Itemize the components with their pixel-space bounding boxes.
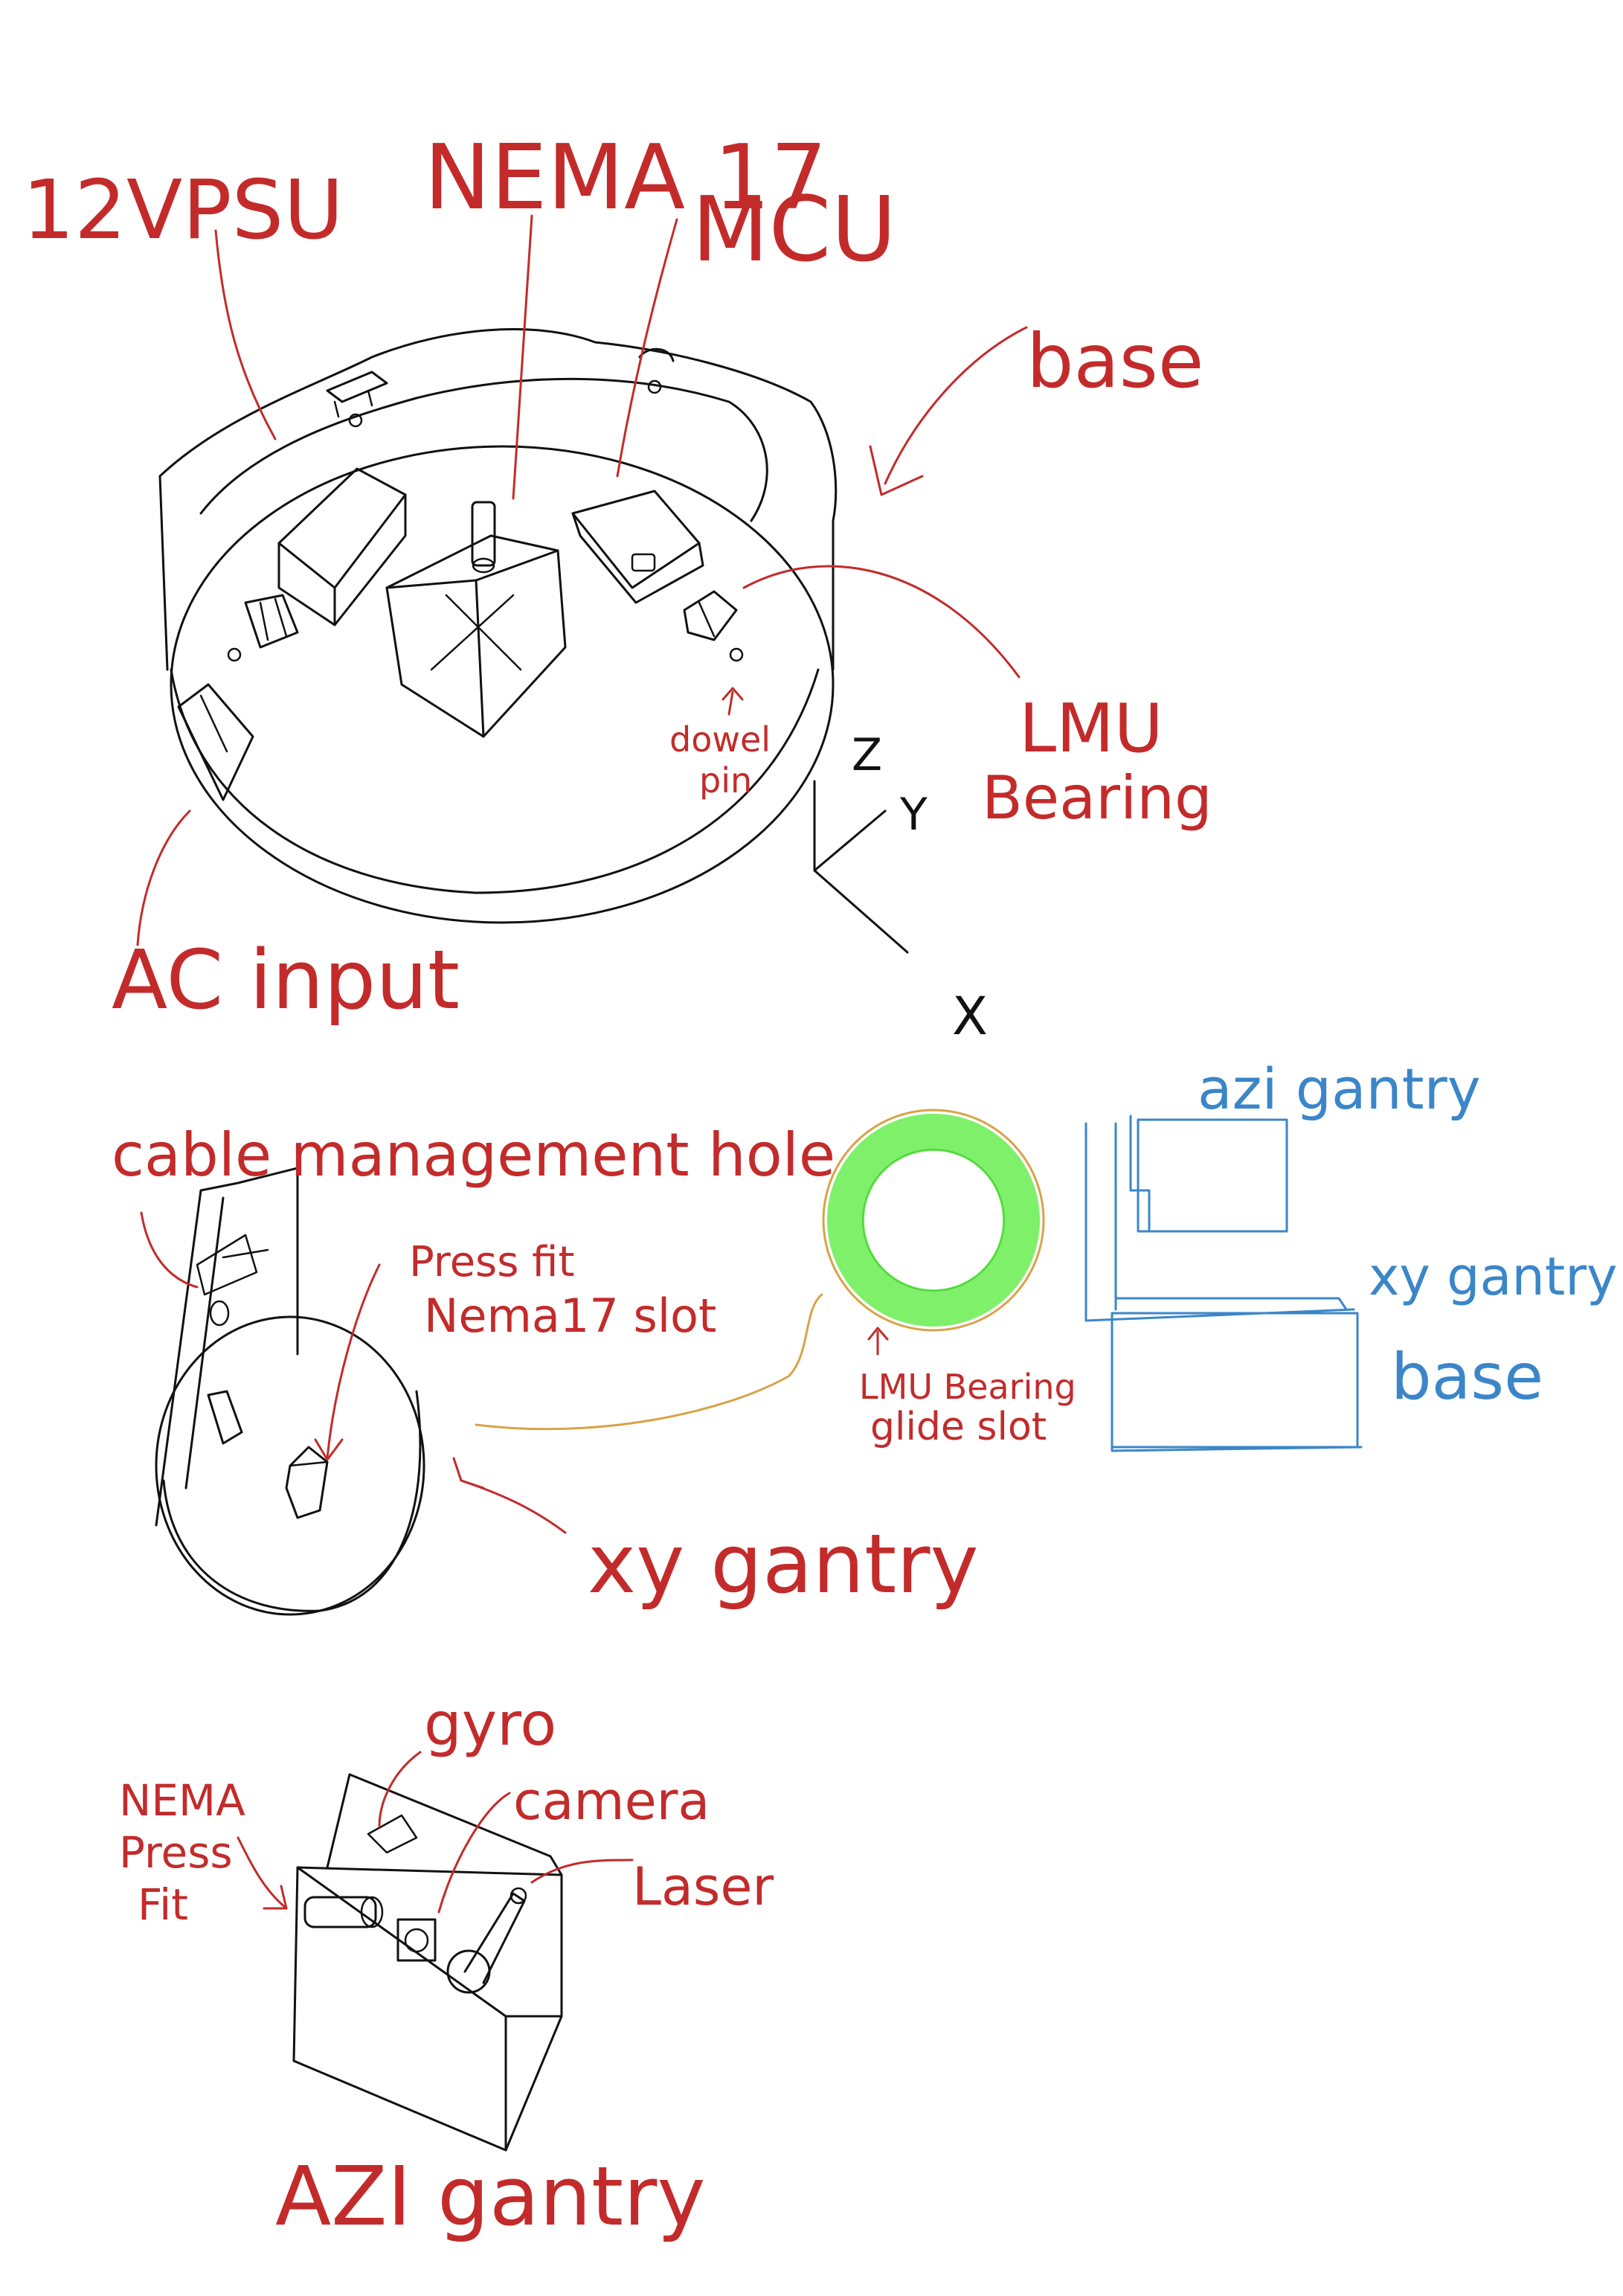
axis-x-label: X: [952, 986, 988, 1047]
label-12v-psu: 12VPSU: [22, 162, 344, 257]
label-dowel: dowel: [669, 719, 771, 760]
label-azi-gantry: AZI gantry: [275, 2149, 705, 2244]
label-camera: camera: [513, 1771, 710, 1832]
label-fit-azi: Fit: [138, 1879, 188, 1930]
label-press-fit: Press fit: [409, 1238, 574, 1286]
label-base-blue: base: [1391, 1340, 1543, 1414]
label-bearing: Bearing: [982, 763, 1212, 833]
label-gyro: gyro: [424, 1690, 556, 1759]
label-xy-gantry: xy gantry: [588, 1516, 979, 1612]
label-nema17-slot: Nema17 slot: [424, 1289, 716, 1343]
label-glide-slot: glide slot: [870, 1405, 1047, 1449]
label-mcu: MCU: [692, 179, 896, 282]
label-azi-gantry-blue: azi gantry: [1198, 1056, 1481, 1122]
label-base: base: [1026, 318, 1203, 405]
axis-z-label: Z: [852, 729, 882, 781]
label-cable-management-hole: cable management hole: [112, 1120, 835, 1190]
label-nema-azi: NEMA: [119, 1775, 245, 1826]
label-press-azi: Press: [119, 1827, 233, 1878]
label-lmu: LMU: [1019, 690, 1163, 768]
label-xy-gantry-blue: xy gantry: [1369, 1246, 1617, 1307]
label-lmu-bearing-glide: LMU Bearing: [859, 1367, 1076, 1407]
axis-y-label: Y: [899, 789, 928, 841]
label-ac-input: AC input: [112, 932, 460, 1027]
label-laser: Laser: [632, 1856, 774, 1917]
label-pin: pin: [699, 760, 752, 801]
